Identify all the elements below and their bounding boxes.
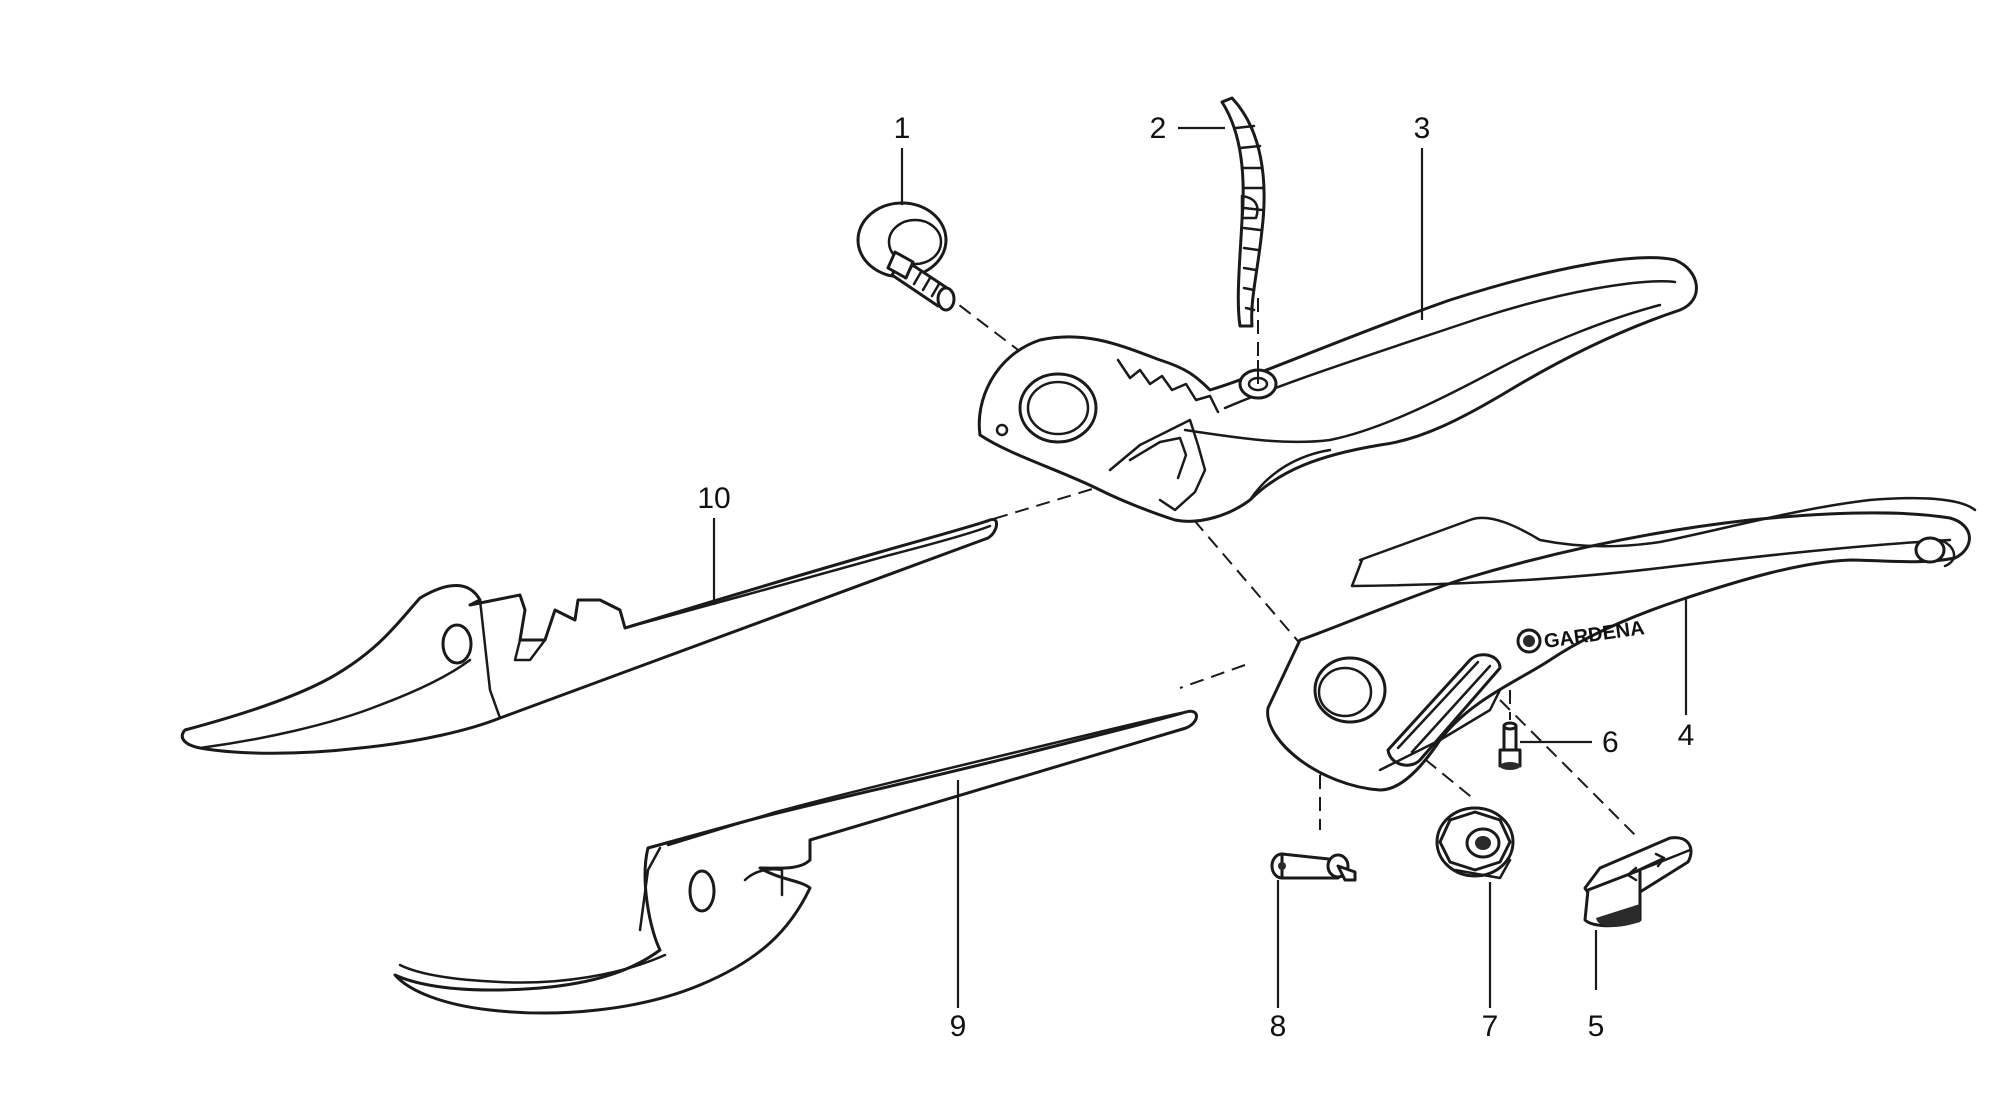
callout-10: 10 bbox=[697, 482, 730, 515]
part-1-pivot-bolt bbox=[856, 201, 956, 312]
callout-6: 6 bbox=[1602, 726, 1619, 759]
leader-lines bbox=[712, 126, 1688, 1008]
part-10-upper-blade bbox=[180, 517, 998, 755]
callout-1: 1 bbox=[894, 112, 911, 145]
part-9-lower-blade bbox=[393, 709, 1198, 1015]
callout-labels: 1 2 3 4 5 6 7 8 9 10 bbox=[697, 112, 1694, 1043]
callout-9: 9 bbox=[950, 1010, 967, 1043]
part-7-nut bbox=[1435, 806, 1515, 880]
callout-2: 2 bbox=[1150, 112, 1167, 145]
part-6-screw bbox=[1498, 721, 1522, 770]
callout-5: 5 bbox=[1588, 1010, 1605, 1043]
part-5-lock-slider bbox=[1583, 836, 1693, 928]
part-4-lower-handle bbox=[1266, 496, 1977, 792]
callout-8: 8 bbox=[1270, 1010, 1287, 1043]
callout-3: 3 bbox=[1414, 112, 1431, 145]
callout-7: 7 bbox=[1482, 1010, 1499, 1043]
part-2-grip-insert bbox=[1220, 96, 1266, 328]
part-8-spring-pin bbox=[1270, 852, 1357, 882]
part-3-upper-handle bbox=[977, 256, 1698, 523]
callout-4: 4 bbox=[1678, 719, 1695, 752]
